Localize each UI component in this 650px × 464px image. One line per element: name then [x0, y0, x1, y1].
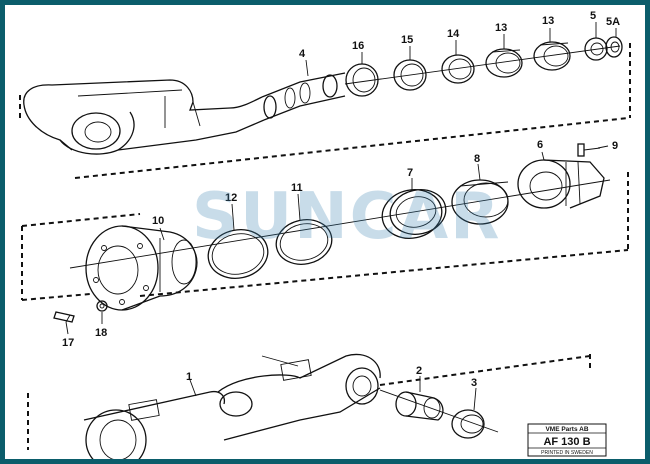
- callout-2: 2: [416, 365, 422, 377]
- callout-13-a: 13: [495, 22, 507, 34]
- callout-6: 6: [537, 139, 543, 151]
- title-block-drawing-code: AF 130 B: [543, 436, 590, 448]
- seal-ring-part-11: [275, 219, 333, 265]
- piston-seal-part-7: [381, 189, 447, 239]
- group-outline-middle: [21, 172, 629, 301]
- title-block: VME Parts AB AF 130 B PRINTED IN SWEDEN: [527, 423, 607, 457]
- callout-10: 10: [152, 215, 164, 227]
- callout-12: 12: [225, 192, 237, 204]
- callout-9: 9: [612, 140, 618, 152]
- bushing-part-13b: [533, 41, 571, 71]
- callout-4: 4: [299, 48, 306, 60]
- callout-8: 8: [474, 153, 480, 165]
- callout-5: 5: [590, 10, 596, 22]
- screw-part-9: [577, 143, 601, 157]
- callout-14: 14: [447, 28, 460, 40]
- bottom-centerline: [379, 389, 499, 433]
- callout-18: 18: [95, 327, 107, 339]
- bolt-part-17: [53, 311, 75, 323]
- cylinder-head-part-10: [85, 225, 198, 311]
- callout-17: 17: [62, 337, 74, 349]
- washer-part-18: [96, 300, 108, 312]
- callout-15: 15: [401, 34, 413, 46]
- callout-13-b: 13: [542, 15, 554, 27]
- exploded-view-diagram: 4 16 15 14 13 13 5 5A 9 6 8 7 11 12 10 1…: [19, 10, 631, 459]
- washer-part-5A: [605, 36, 623, 58]
- callout-11: 11: [291, 182, 303, 194]
- callout-1: 1: [186, 371, 192, 383]
- piston-part-6: [517, 159, 605, 209]
- group-outline-top: [19, 43, 631, 179]
- drawing-canvas: 4 16 15 14 13 13 5 5A 9 6 8 7 11 12 10 1…: [5, 5, 645, 459]
- callout-3: 3: [471, 377, 477, 389]
- callout-5A: 5A: [606, 16, 620, 28]
- seal-part-14: [441, 54, 475, 84]
- seal-part-3: [451, 409, 485, 439]
- title-block-printed: PRINTED IN SWEDEN: [541, 450, 593, 456]
- callout-16: 16: [352, 40, 364, 52]
- seal-ring-part-12: [207, 229, 269, 279]
- callout-7: 7: [407, 167, 413, 179]
- bushing-part-2: [395, 391, 444, 421]
- bushing-part-13a: [485, 48, 523, 78]
- leader-lines: [65, 22, 617, 411]
- group-outline-bottom: [27, 354, 591, 450]
- piston-rod-part-4: [23, 45, 621, 155]
- watermark-text: SUNCAR: [192, 180, 501, 254]
- title-block-company: VME Parts AB: [545, 426, 588, 433]
- cylinder-tube-part-1: [83, 353, 381, 459]
